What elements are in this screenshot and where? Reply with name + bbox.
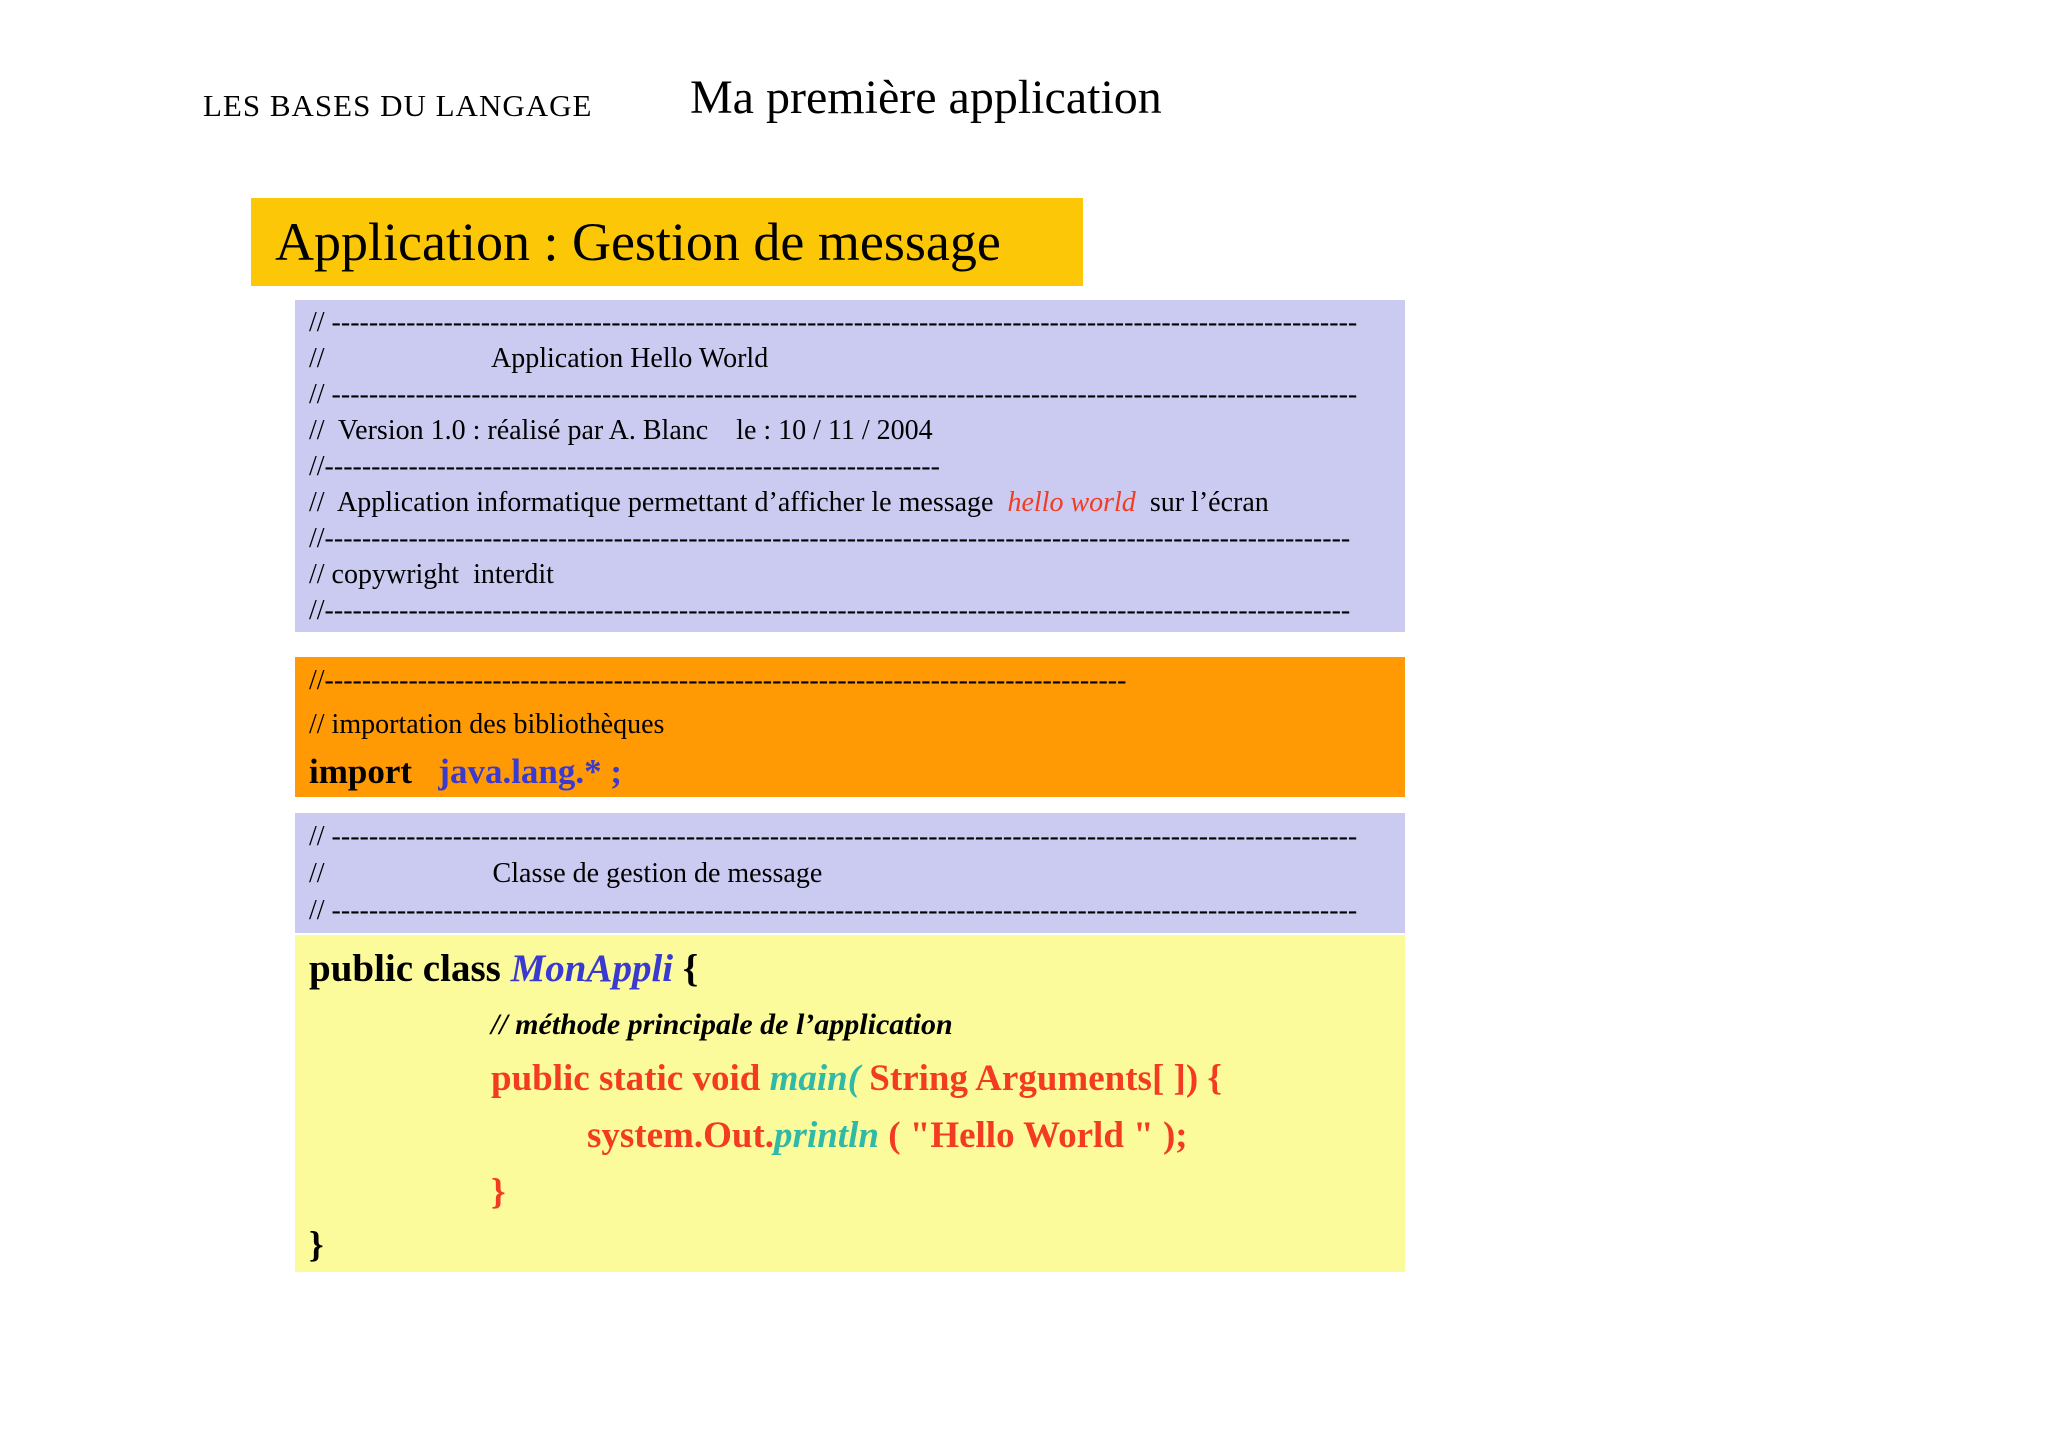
code-line: system.Out.println ( "Hello World " ); [295, 1107, 1405, 1165]
code-line: } [295, 1221, 1405, 1271]
code-line: // -------------------------------------… [295, 305, 1405, 341]
code-segment: public class [309, 947, 511, 990]
application-banner: Application : Gestion de message [251, 198, 1083, 286]
code-line: // copywright interdit [295, 557, 1405, 593]
class-comment-block: // -------------------------------------… [295, 813, 1405, 933]
code-segment: // Application Hello World [309, 343, 769, 374]
code-line: // Classe de gestion de message [295, 855, 1405, 892]
code-segment: // Classe de gestion de message [309, 858, 823, 889]
code-segment: //--------------------------------------… [309, 451, 940, 482]
code-segment: // Application informatique permettant d… [309, 487, 1008, 518]
code-segment: // copywright interdit [309, 559, 554, 590]
import-block: //--------------------------------------… [295, 657, 1405, 797]
code-line: public class MonAppli { [295, 940, 1405, 998]
code-segment: //--------------------------------------… [309, 665, 1127, 696]
page-title: Ma première application [690, 71, 1162, 124]
code-line: import java.lang.* ; [295, 747, 1405, 797]
code-line: //--------------------------------------… [295, 521, 1405, 557]
code-line: // -------------------------------------… [295, 892, 1405, 929]
header-comment-block: // -------------------------------------… [295, 300, 1405, 632]
code-line: // importation des bibliothèques [295, 703, 1405, 747]
code-segment: main( [769, 1058, 861, 1099]
code-line: // Application Hello World [295, 341, 1405, 377]
class-code-block: public class MonAppli { // méthode princi… [295, 935, 1405, 1272]
code-segment: sur l’écran [1135, 487, 1269, 518]
code-segment: String Arguments[ ]) { [860, 1058, 1222, 1099]
course-section-label: LES BASES DU LANGAGE [203, 88, 593, 123]
code-segment: ( "Hello World " ); [878, 1115, 1188, 1156]
code-line: // méthode principale de l’application [295, 998, 1405, 1051]
code-line: // -------------------------------------… [295, 377, 1405, 413]
code-segment: // -------------------------------------… [309, 821, 1358, 852]
code-segment: MonAppli [510, 947, 683, 990]
code-segment: println [774, 1115, 879, 1156]
code-segment: // Version 1.0 : réalisé par A. Blanc le… [309, 415, 933, 446]
code-line: public static void main( String Argument… [295, 1051, 1405, 1107]
code-segment: //--------------------------------------… [309, 595, 1351, 626]
code-segment: // -------------------------------------… [309, 895, 1358, 926]
code-line: //--------------------------------------… [295, 449, 1405, 485]
code-line: //--------------------------------------… [295, 593, 1405, 629]
code-segment: java.lang.* ; [412, 752, 623, 791]
code-segment: } [491, 1172, 506, 1213]
code-segment: // -------------------------------------… [309, 379, 1358, 410]
code-line: //--------------------------------------… [295, 659, 1405, 703]
code-segment: public static void [491, 1058, 770, 1099]
code-segment: // importation des bibliothèques [309, 709, 665, 740]
code-line: // Version 1.0 : réalisé par A. Blanc le… [295, 413, 1405, 449]
code-segment: { [682, 947, 699, 990]
code-line: } [295, 1165, 1405, 1221]
code-segment: system.Out. [587, 1115, 775, 1156]
code-line: // -------------------------------------… [295, 818, 1405, 855]
code-segment: // -------------------------------------… [309, 307, 1358, 338]
code-segment: } [309, 1225, 324, 1266]
code-line: // Application informatique permettant d… [295, 485, 1405, 521]
code-segment: hello world [1007, 487, 1136, 518]
code-segment: // méthode principale de l’application [491, 1008, 953, 1041]
code-segment: import [309, 752, 413, 791]
code-segment: //--------------------------------------… [309, 523, 1351, 554]
